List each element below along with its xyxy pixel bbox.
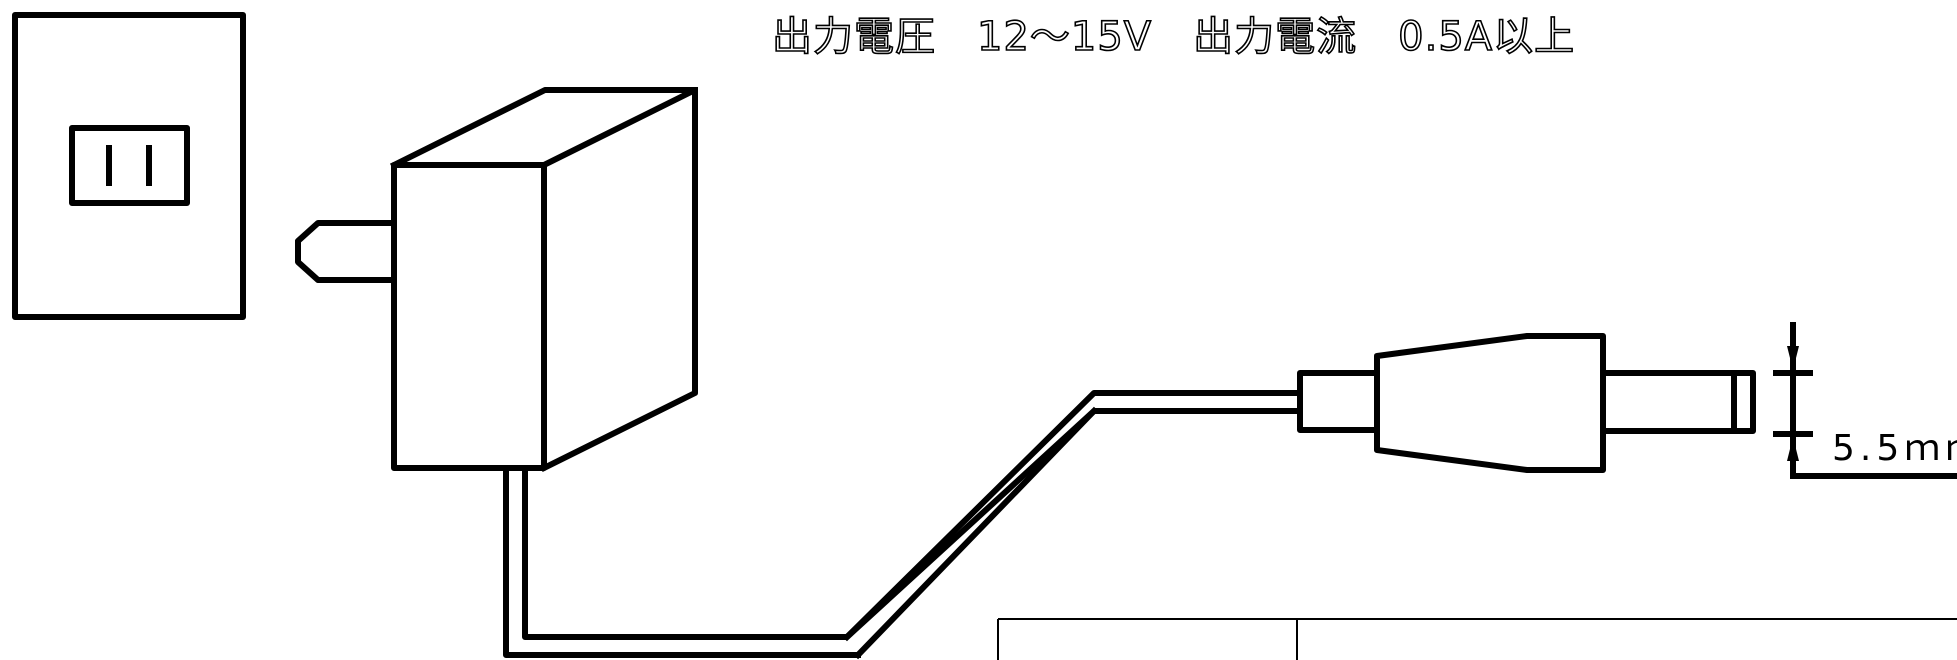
arrow-up-icon — [1787, 437, 1799, 461]
ac-adapter-icon — [389, 87, 698, 473]
output-spec-label: 出力電圧 12～15V 出力電流 0.5A以上 — [772, 14, 1575, 60]
adapter-prong-icon — [295, 220, 397, 283]
dc-plug-icon — [1297, 333, 1756, 473]
arrow-down-icon — [1787, 346, 1799, 370]
dimension-marker — [1773, 322, 1957, 479]
table-frame — [997, 618, 1957, 660]
wall-outlet-icon — [12, 12, 246, 320]
cable — [503, 390, 1303, 660]
dimension-label: 5.5ｍｍ — [1832, 428, 1957, 469]
